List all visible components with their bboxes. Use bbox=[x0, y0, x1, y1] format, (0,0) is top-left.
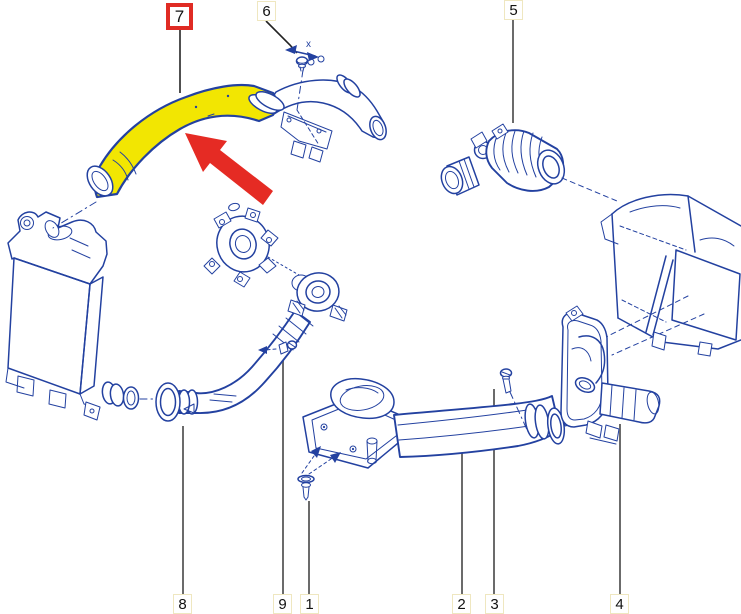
screw3-drawing[interactable] bbox=[499, 368, 529, 433]
turbo-pipe-drawing[interactable] bbox=[270, 55, 390, 163]
callout-3[interactable]: 3 bbox=[485, 594, 504, 614]
part8-hose-drawing[interactable] bbox=[155, 270, 348, 422]
part7-hose-highlighted[interactable] bbox=[52, 83, 287, 229]
rivet1-arrowhead bbox=[311, 446, 321, 458]
callout-4[interactable]: 4 bbox=[610, 594, 629, 614]
direction-arrow-right bbox=[307, 52, 319, 61]
intercooler-outlet-stub bbox=[122, 386, 140, 410]
rivet1-arrowhead2 bbox=[330, 452, 341, 463]
screw9-drawing[interactable] bbox=[258, 340, 298, 355]
leader-lines bbox=[179, 20, 621, 596]
part5-corrugated-hose-drawing[interactable] bbox=[437, 123, 618, 202]
part4-cylinder bbox=[599, 382, 661, 424]
throttle-body-drawing[interactable] bbox=[203, 202, 300, 288]
selection-arrow bbox=[185, 133, 273, 205]
callout-5[interactable]: 5 bbox=[504, 0, 523, 20]
callout-8[interactable]: 8 bbox=[173, 594, 192, 614]
air-filter-element bbox=[671, 249, 741, 341]
screw6-drawing[interactable]: x bbox=[285, 39, 319, 72]
intercooler-drawing[interactable] bbox=[5, 211, 154, 421]
part8-flange bbox=[296, 272, 340, 312]
callout-6[interactable]: 6 bbox=[257, 1, 276, 21]
rivet1-drawing[interactable] bbox=[297, 446, 341, 501]
callout-1[interactable]: 1 bbox=[300, 594, 319, 614]
callout-7[interactable]: 7 bbox=[166, 3, 193, 30]
air-filter-box-drawing[interactable] bbox=[600, 193, 741, 357]
callout-2[interactable]: 2 bbox=[452, 594, 471, 614]
part4-resonator-drawing[interactable] bbox=[560, 295, 705, 445]
part7-hose-body[interactable] bbox=[93, 83, 278, 199]
direction-x-label: x bbox=[306, 39, 311, 50]
part2-intake-duct-drawing[interactable] bbox=[302, 377, 583, 469]
direction-arrow-left bbox=[285, 45, 297, 54]
callout-9[interactable]: 9 bbox=[273, 594, 292, 614]
part7-open-end bbox=[86, 165, 114, 197]
screw9-arrowhead bbox=[258, 346, 267, 354]
